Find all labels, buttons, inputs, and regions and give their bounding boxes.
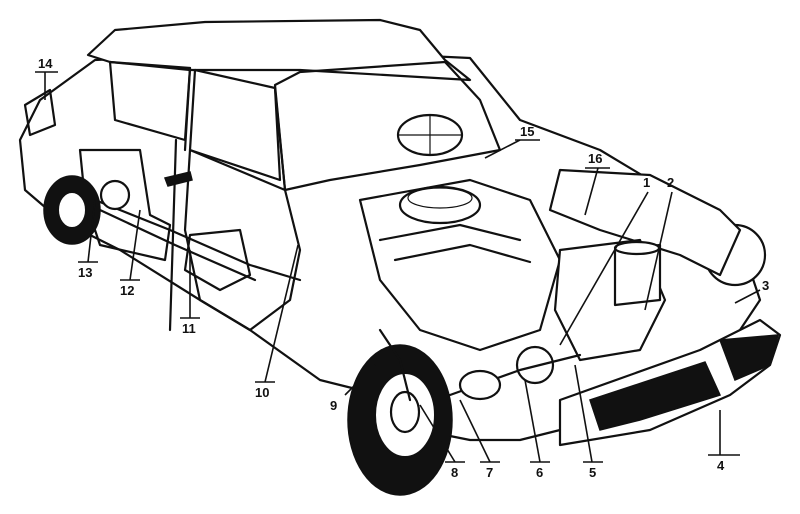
- roof-panel: [86, 18, 472, 82]
- kingpin: [378, 328, 412, 402]
- callout-leader-15: [484, 139, 521, 159]
- front-door: [183, 148, 302, 332]
- callout-leader-9: [344, 364, 376, 396]
- callout-10: 10: [255, 385, 269, 400]
- chassis-rail-lower: [98, 208, 257, 282]
- air-cleaner: [398, 185, 482, 225]
- front-seat: [183, 228, 252, 292]
- wheels: [43, 175, 453, 496]
- callout-leader-5: [574, 364, 593, 463]
- callout-14: 14: [38, 56, 53, 71]
- callout-leader-6: [524, 379, 541, 463]
- callout-5: 5: [589, 465, 596, 480]
- callout-1: 1: [643, 175, 650, 190]
- rear-lamp: [23, 88, 57, 137]
- engine-bay: [358, 178, 667, 401]
- engine-block: [358, 178, 562, 352]
- front-sphere: [515, 345, 555, 385]
- cam-cover: [378, 223, 522, 242]
- manifold: [393, 243, 532, 264]
- callout-leader-16: [584, 167, 599, 216]
- callout-leader-3: [734, 289, 761, 304]
- callout-15: 15: [520, 124, 534, 139]
- callout-8: 8: [451, 465, 458, 480]
- callout-leader-10: [264, 244, 299, 383]
- a-pillar: [273, 86, 287, 192]
- callout-leader-2: [644, 191, 673, 311]
- bumper-underside: [589, 361, 722, 431]
- callout-11: 11: [182, 321, 196, 336]
- callout-4: 4: [717, 458, 725, 473]
- callout-9: 9: [330, 398, 337, 413]
- callout-16: 16: [588, 151, 602, 166]
- callout-leader-7: [459, 399, 491, 463]
- front-window-glass: [188, 68, 282, 182]
- callout-2: 2: [667, 175, 674, 190]
- callout-leader-8: [419, 404, 456, 463]
- b-pillar: [168, 66, 192, 332]
- callout-leader-1: [559, 191, 649, 346]
- callout-labels: 1 2 3 4 5 6 7 8 9 10 11: [35, 56, 769, 480]
- front-wing: [548, 168, 742, 277]
- callout-3: 3: [762, 278, 769, 293]
- steering-spokes: [397, 114, 463, 156]
- callout-13: 13: [78, 265, 92, 280]
- bumper-shadow: [718, 334, 779, 381]
- callout-leader-13: [87, 199, 96, 263]
- callout-leader-12: [129, 209, 141, 281]
- disc-brake: [458, 369, 502, 401]
- chassis-rail: [93, 198, 302, 282]
- rear-sphere: [99, 179, 131, 211]
- callout-7: 7: [486, 465, 493, 480]
- callout-12: 12: [120, 283, 134, 298]
- callout-6: 6: [536, 465, 543, 480]
- door-handle: [163, 171, 193, 187]
